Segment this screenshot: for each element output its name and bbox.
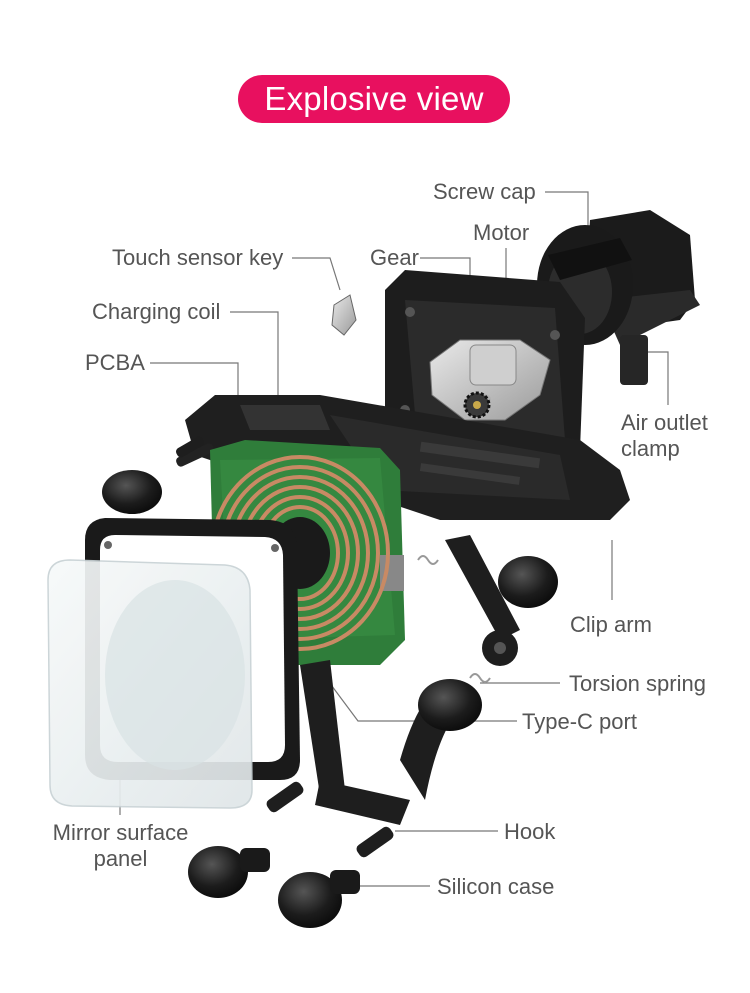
touch-sensor-key	[331, 294, 357, 336]
label-clip-arm: Clip arm	[570, 612, 652, 637]
leader-air-outlet	[640, 351, 669, 405]
title-badge: Explosive view	[238, 75, 510, 123]
label-type-c-port: Type-C port	[522, 709, 637, 734]
page-title: Explosive view	[264, 80, 484, 117]
label-silicon-case: Silicon case	[437, 874, 555, 899]
label-mirror-surface-panel-line2: panel	[93, 846, 148, 871]
gear	[463, 391, 491, 419]
silicon-case-knobs	[102, 470, 558, 928]
label-air-outlet-clamp-line1: Air outlet	[621, 410, 708, 435]
label-pcba: PCBA	[85, 350, 145, 375]
label-air-outlet-clamp-line2: clamp	[621, 436, 680, 461]
label-touch-sensor-key: Touch sensor key	[112, 245, 284, 270]
hooks	[175, 436, 394, 858]
mirror-surface-panel	[47, 559, 253, 809]
label-screw-cap: Screw cap	[433, 179, 536, 204]
motor	[429, 339, 551, 421]
label-gear: Gear	[370, 245, 419, 270]
leader-touch-sensor	[292, 257, 341, 291]
torsion-springs	[417, 555, 491, 683]
label-motor: Motor	[473, 220, 530, 245]
label-hook: Hook	[504, 819, 556, 844]
label-charging-coil: Charging coil	[92, 299, 221, 324]
label-mirror-surface-panel-line1: Mirror surface	[52, 820, 189, 845]
label-torsion-spring: Torsion spring	[569, 671, 706, 696]
